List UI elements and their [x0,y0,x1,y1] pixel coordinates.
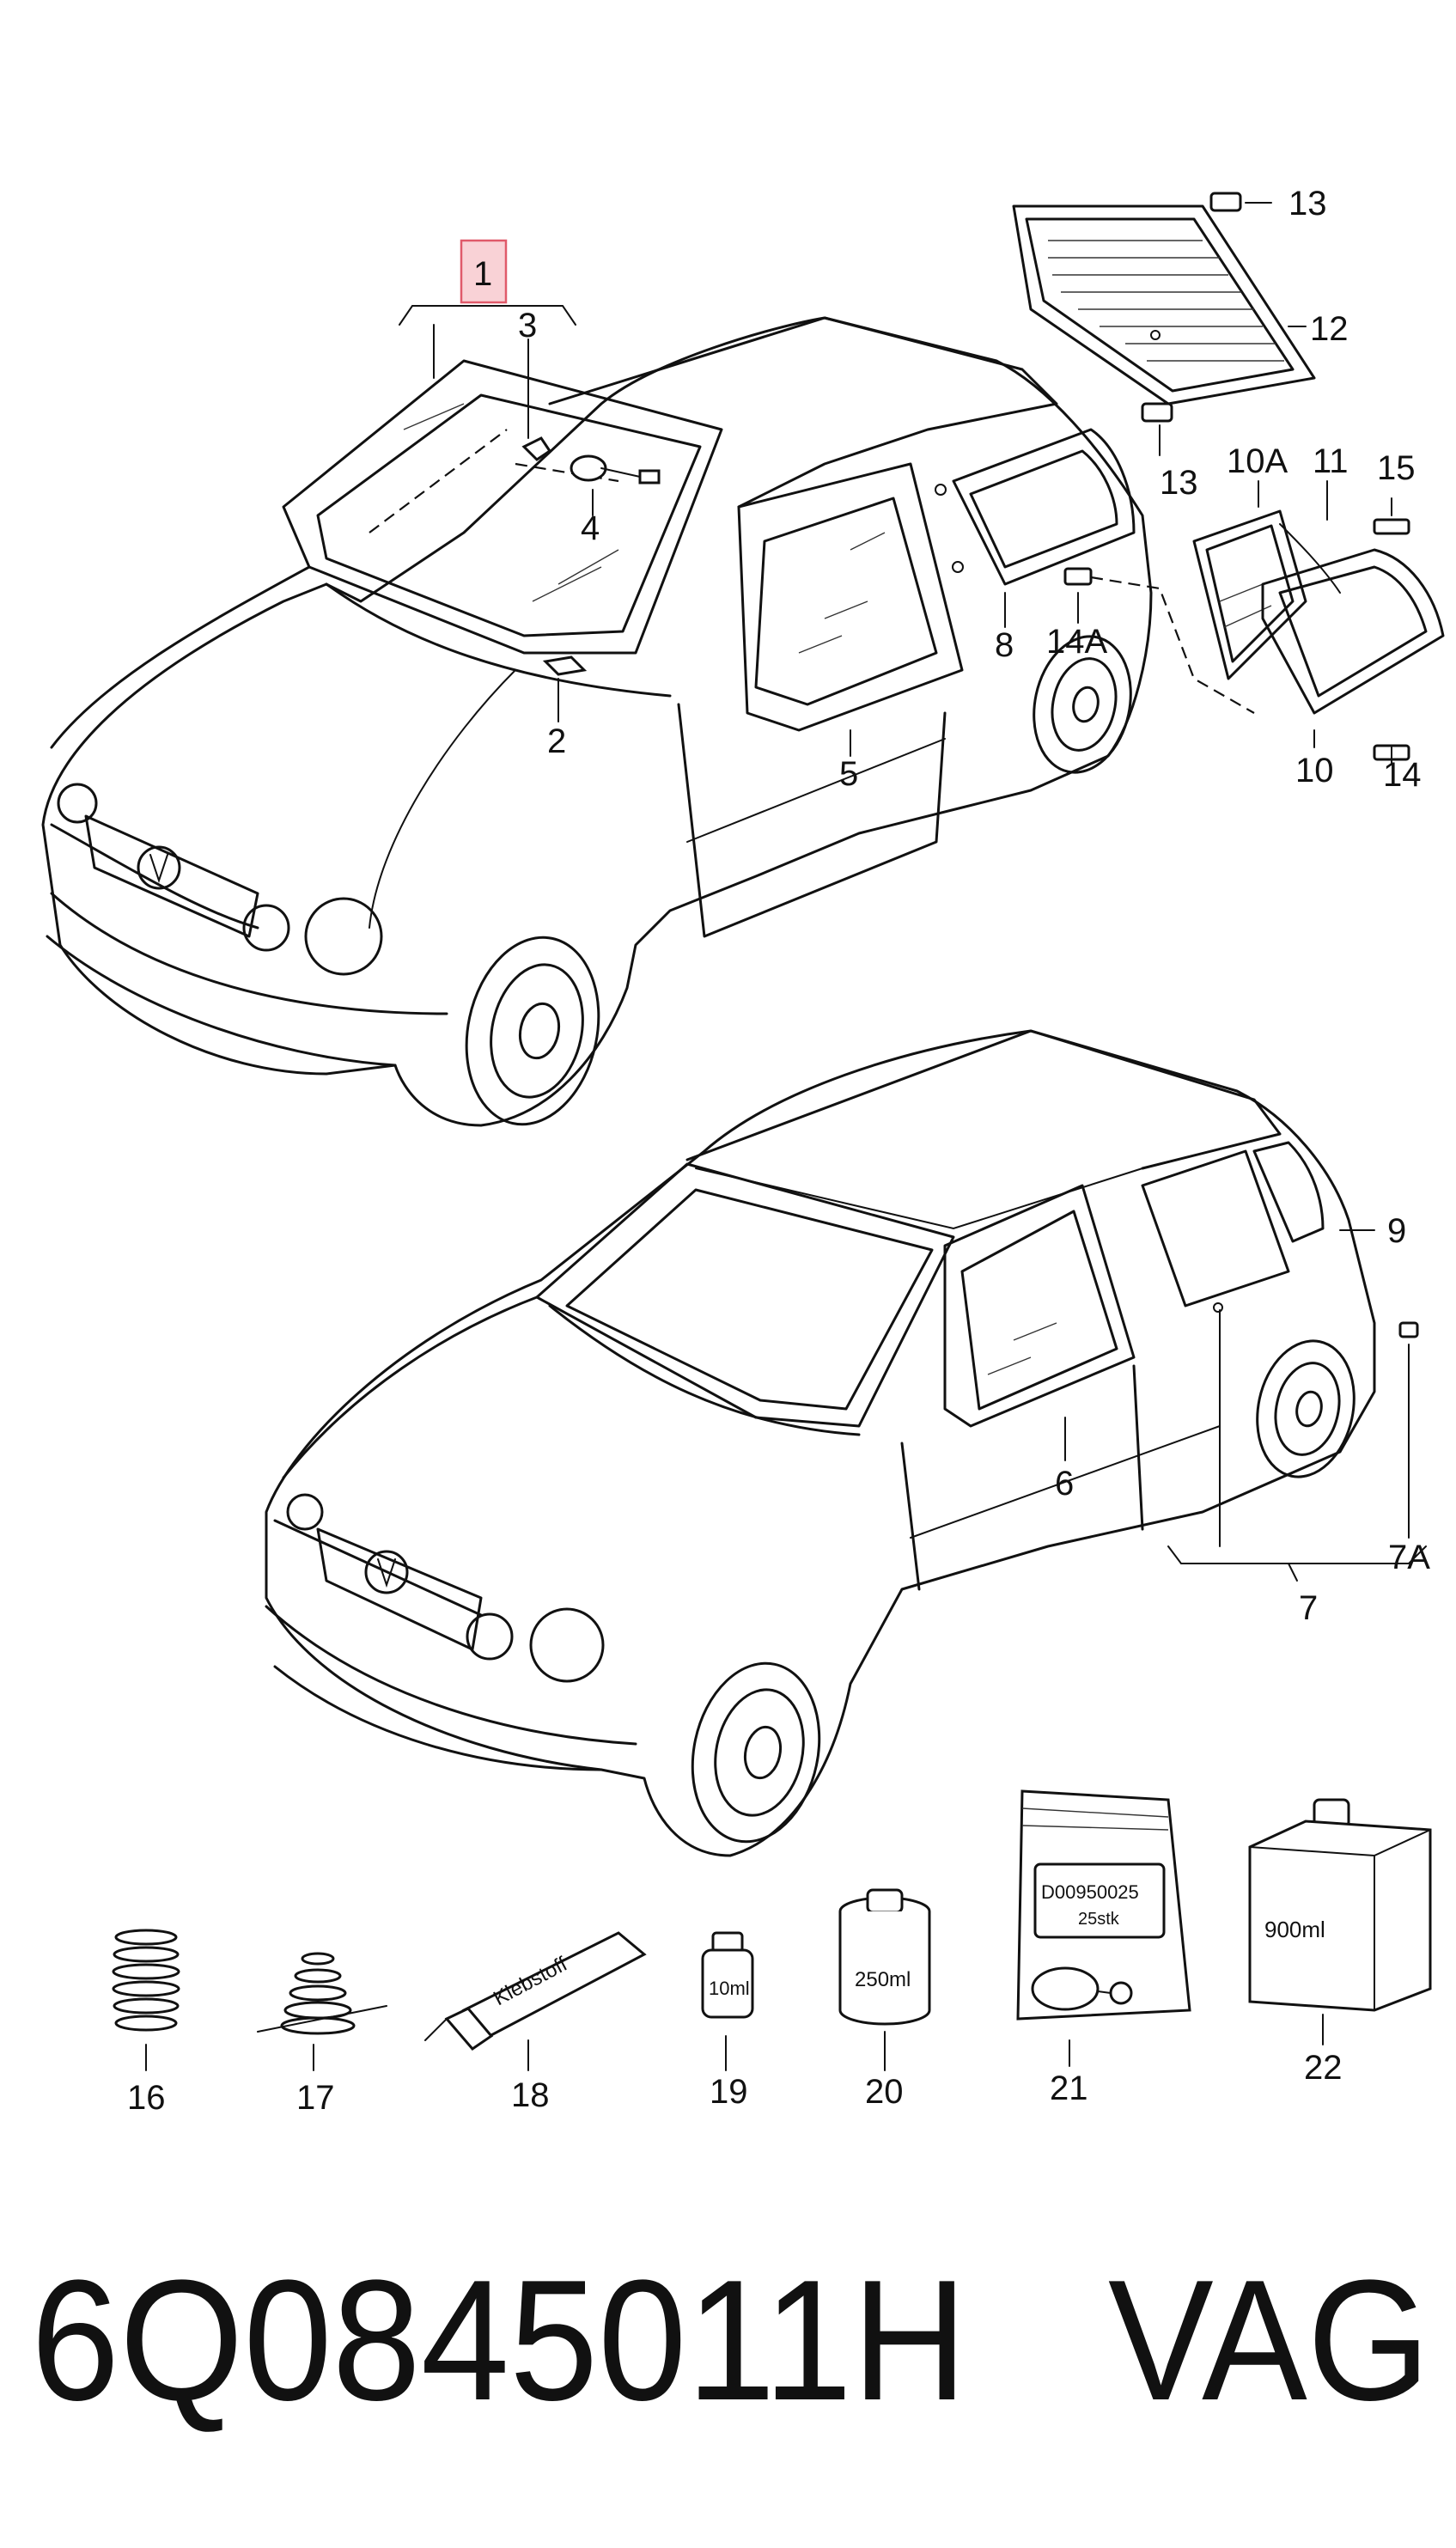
callout-8: 8 [995,626,1014,664]
part-number: 6Q0845011H [31,2245,967,2436]
callout-17: 17 [296,2079,335,2117]
callout-22: 22 [1304,2049,1343,2087]
callout-13-bottom: 13 [1160,464,1198,502]
callout-14: 14 [1383,756,1422,794]
brand-label: VAG [1108,2245,1430,2436]
callout-10: 10 [1295,752,1334,789]
spring-part [112,1929,180,2032]
callout-16: 16 [127,2079,166,2117]
callout-19: 19 [710,2073,748,2111]
bottle-small-label: 10ml [709,1978,750,1999]
part-1-highlight [460,239,508,304]
can: 250ml [838,1888,931,2026]
callout-7a: 7A [1388,1539,1430,1576]
callout-3: 3 [518,307,537,344]
small-bottle: 10ml [701,1931,754,2019]
canister-label: 900ml [1264,1917,1325,1942]
callout-11: 11 [1313,442,1349,480]
glue-tube: Klebstoff [424,1931,647,2051]
callout-13-top: 13 [1288,185,1327,222]
callout-18: 18 [511,2076,550,2114]
car-3-door [41,316,1153,1127]
callout-4: 4 [581,509,600,547]
callout-10a: 10A [1227,442,1288,480]
callout-6: 6 [1055,1465,1074,1503]
car-5-door [265,1029,1419,1857]
callout-14a: 14A [1046,623,1107,661]
conical-spring-part [257,1952,387,2035]
callout-7: 7 [1299,1589,1318,1627]
callout-12: 12 [1310,310,1349,348]
callout-9: 9 [1387,1212,1406,1250]
callout-2: 2 [547,722,566,760]
leader-lines [145,202,1427,2071]
sealant-bag: D00950025 25stk [1016,1789,1191,2021]
bag-code: D00950025 [1041,1881,1139,1903]
rear-window-part [1012,192,1316,423]
callout-15: 15 [1377,449,1416,487]
can-label: 250ml [855,1968,911,1991]
bag-qty: 25stk [1078,1910,1120,1929]
callout-5: 5 [839,755,858,793]
callout-21: 21 [1050,2069,1088,2107]
callout-20: 20 [865,2073,904,2111]
callout-labels: 1 3 4 2 5 8 14A 13 12 13 10A 11 15 10 14… [127,185,1430,2117]
side-window-part [1063,509,1445,761]
canister: 900ml [1248,1798,1432,2012]
callout-1: 1 [473,255,492,293]
